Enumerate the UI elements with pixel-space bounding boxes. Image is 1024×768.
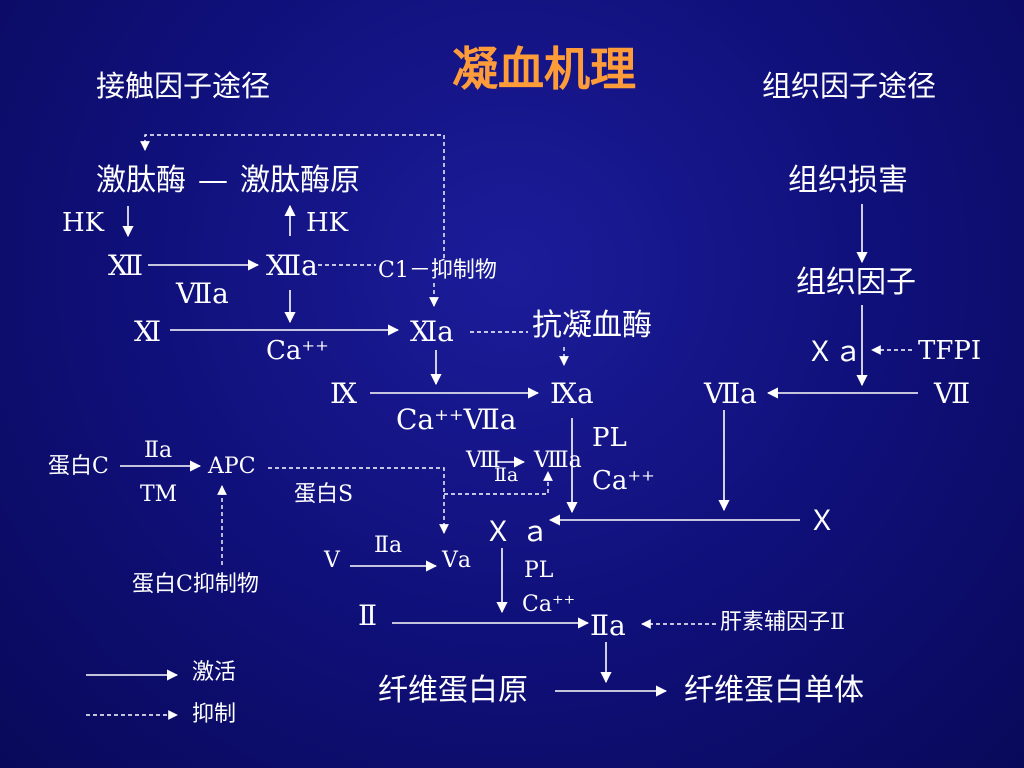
node-ca-f7a: Ca⁺⁺Ⅶa bbox=[396, 403, 517, 436]
node-antithrombin: 抗凝血酶 bbox=[532, 308, 652, 343]
node-f9: Ⅸ bbox=[330, 377, 358, 410]
node-f7: Ⅶ bbox=[934, 377, 971, 410]
node-f12a: Ⅻa bbox=[266, 249, 318, 282]
node-f10-right: Ｘ bbox=[808, 504, 837, 537]
node-hk-left: HK bbox=[62, 208, 105, 238]
node-f5: Ⅴ bbox=[324, 548, 340, 573]
node-hk-right: HK bbox=[306, 208, 349, 238]
node-tfpi: TFPI bbox=[918, 336, 982, 366]
header-tissue-pathway: 组织因子途径 bbox=[762, 69, 937, 103]
node-f2: Ⅱ bbox=[358, 599, 378, 632]
node-protein-s: 蛋白S bbox=[294, 482, 354, 507]
node-f10a-right: Ｘａ bbox=[806, 335, 863, 368]
node-prekallikrein: 激肽酶原 bbox=[240, 163, 360, 198]
node-pl-1: PL bbox=[592, 423, 627, 453]
node-f12: Ⅻ bbox=[108, 249, 144, 282]
node-f8a: Ⅷa bbox=[534, 448, 582, 473]
node-f7a-mid: Ⅶa bbox=[176, 277, 229, 310]
node-apc: APC bbox=[208, 454, 256, 479]
node-ca-3: Ca⁺⁺ bbox=[522, 592, 576, 617]
node-f10a-center: Ｘ ａ bbox=[484, 515, 549, 548]
node-tissue-damage: 组织损害 bbox=[788, 163, 908, 198]
node-kallikrein: 激肽酶 bbox=[96, 163, 186, 198]
node-f5a: Ⅴa bbox=[442, 548, 472, 573]
node-f7a-right: Ⅶa bbox=[704, 377, 757, 410]
node-f2a-small-1: Ⅱa bbox=[494, 464, 519, 486]
node-fibrinogen: 纤维蛋白原 bbox=[378, 673, 528, 708]
page-title: 凝血机理 bbox=[452, 42, 636, 96]
node-fibrin-monomer: 纤维蛋白单体 bbox=[684, 673, 864, 708]
node-f8: Ⅷ bbox=[466, 448, 501, 473]
node-c1-inhibitor: C1－抑制物 bbox=[378, 258, 497, 283]
node-f2a: Ⅱa bbox=[590, 609, 626, 642]
node-dash: — bbox=[198, 163, 228, 198]
node-f9a: Ⅸa bbox=[550, 377, 594, 410]
node-heparin-cofactor: 肝素辅因子Ⅱ bbox=[720, 610, 845, 635]
legend-activate-label: 激活 bbox=[192, 660, 237, 685]
node-pc-inhibitor: 蛋白C抑制物 bbox=[132, 572, 259, 597]
node-tm: TM bbox=[140, 482, 178, 507]
node-f2a-f5: Ⅱa bbox=[374, 533, 403, 558]
legend-inhibit-label: 抑制 bbox=[192, 702, 237, 727]
node-ca-1: Ca⁺⁺ bbox=[266, 336, 329, 366]
inhibit-c1-to-kallikrein bbox=[140, 134, 445, 258]
header-contact-pathway: 接触因子途径 bbox=[96, 69, 271, 103]
inhibit-apc-to-f5a bbox=[268, 467, 449, 534]
node-protein-c: 蛋白C bbox=[48, 454, 109, 479]
node-f2a-pc: Ⅱa bbox=[144, 438, 173, 463]
node-f11a: Ⅺa bbox=[410, 315, 454, 348]
node-pl-2: PL bbox=[524, 558, 554, 583]
node-ca-2: Ca⁺⁺ bbox=[592, 466, 655, 496]
node-f11: Ⅺ bbox=[134, 315, 162, 348]
node-tissue-factor: 组织因子 bbox=[796, 265, 916, 300]
